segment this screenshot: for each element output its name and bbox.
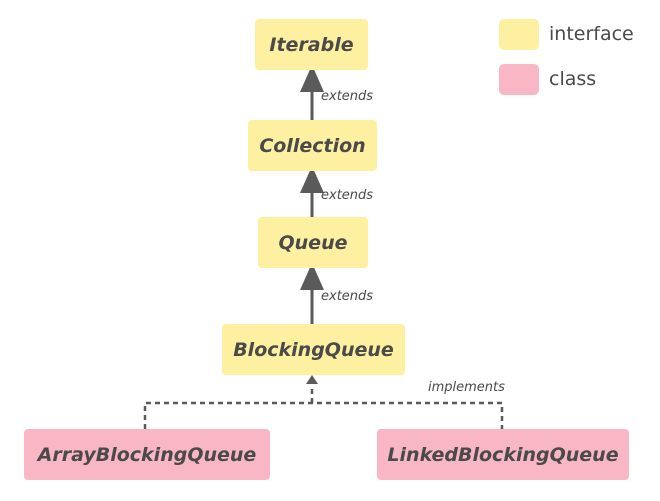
node-array-blocking-queue: ArrayBlockingQueue (24, 429, 270, 480)
node-collection: Collection (248, 120, 377, 171)
edge-label-extends: extends (321, 289, 374, 304)
edge-label-implements: implements (428, 380, 505, 395)
edge-label-extends: extends (321, 89, 374, 104)
node-linked-blocking-queue: LinkedBlockingQueue (377, 429, 629, 480)
implements-arrowhead (306, 375, 318, 384)
node-queue: Queue (258, 217, 368, 268)
node-blocking-queue: BlockingQueue (222, 324, 405, 375)
legend-label-interface: interface (549, 23, 634, 45)
implements-connector (143, 385, 504, 429)
legend-label-class: class (549, 68, 597, 90)
legend-swatch-class (499, 64, 539, 95)
node-iterable: Iterable (255, 19, 368, 70)
edge-label-extends: extends (321, 188, 374, 203)
legend-swatch-interface (499, 19, 539, 50)
